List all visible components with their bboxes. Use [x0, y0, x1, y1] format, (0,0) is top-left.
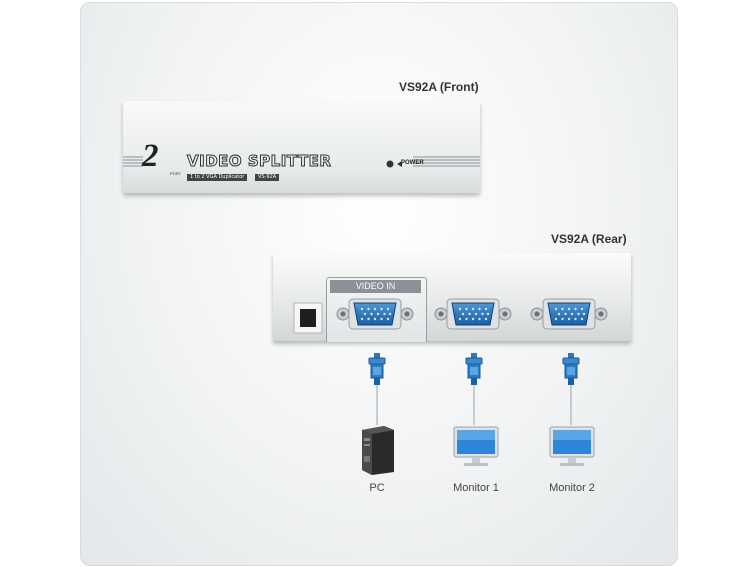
vga-output-port-2-icon [530, 298, 608, 330]
vga-input-port-icon [336, 298, 414, 330]
pc-tower-icon [362, 426, 394, 475]
rear-ports [293, 298, 608, 334]
monitor-1-label: Monitor 1 [453, 482, 499, 494]
vga-plug-monitor1-icon [465, 352, 483, 426]
monitor-2-icon [549, 426, 595, 466]
port-count: 2 [142, 138, 159, 174]
monitor-1-icon [453, 426, 499, 466]
product-subtitle: 1 to 2 VGA Duplicator [187, 174, 248, 181]
front-label: VS92A (Front) [399, 80, 479, 94]
product-title: VIDEO SPLITTER [186, 152, 332, 170]
vga-plug-monitor2-icon [562, 352, 580, 426]
cable-connectors [368, 352, 580, 426]
power-led-icon [386, 160, 394, 168]
rear-label: VS92A (Rear) [551, 232, 627, 246]
monitor-2-label: Monitor 2 [549, 482, 595, 494]
pc-label: PC [369, 482, 385, 494]
power-label: POWER [401, 160, 424, 166]
port-text: PORT [170, 171, 182, 176]
model-badge: VS-92A [255, 174, 280, 181]
vga-plug-pc-icon [368, 352, 386, 426]
front-unit [123, 101, 480, 193]
vga-output-port-1-icon [434, 298, 512, 330]
arrow-left-icon [397, 161, 402, 167]
video-in-label: VIDEO IN [330, 280, 421, 293]
front-stripes [123, 156, 480, 168]
